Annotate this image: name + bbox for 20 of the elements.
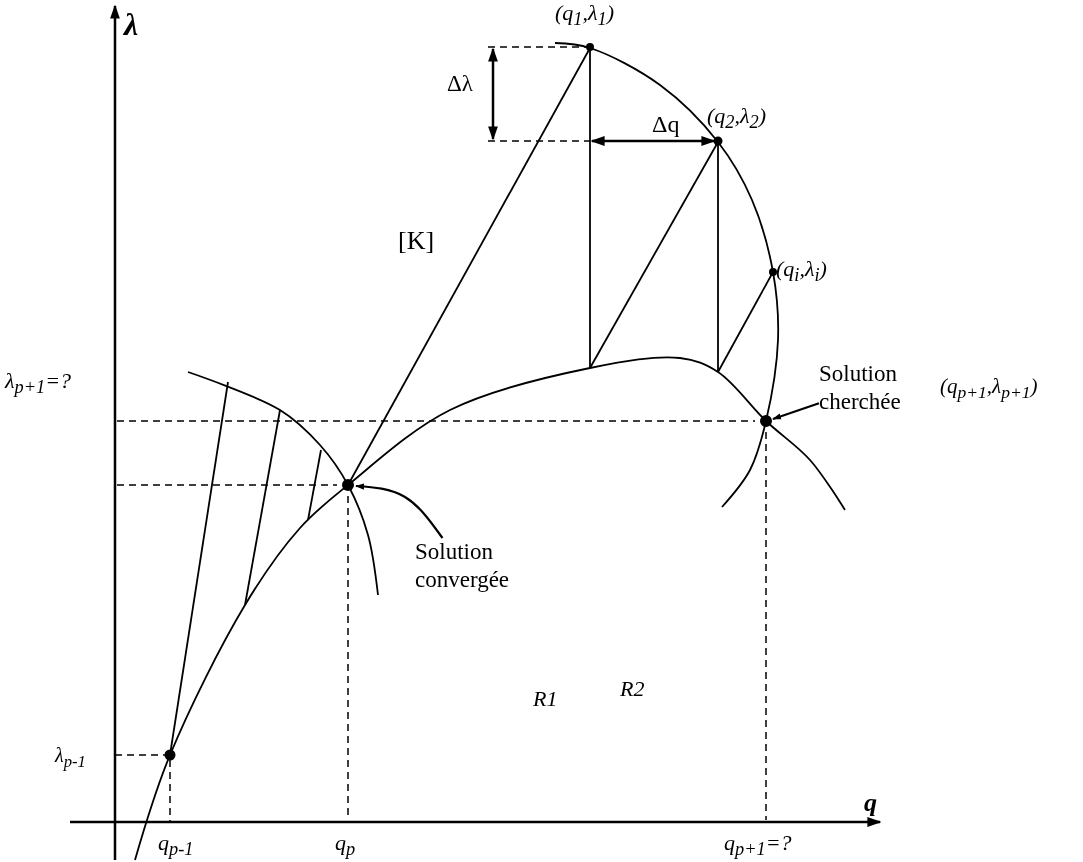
arrow [772,402,820,421]
math-label: R2 [620,678,645,700]
math-label: q$_{p+1}$=? [724,832,792,859]
math-label: λ$_{p+1}$=? [5,370,72,397]
annotation-text: Solution cherchée [819,360,931,416]
math-label: (q$_{1}$,λ$_{1}$) [555,2,615,29]
math-label: λ$_{p-1}$ [55,745,86,771]
math-label: [K] [398,228,435,254]
math-label: q [864,790,877,816]
math-label: (q$_{i}$,λ$_{i}$) [776,258,827,285]
math-label: (q$_{2}$,λ$_{2}$) [707,105,767,132]
annotation-text: Solution convergée [415,538,540,594]
math-label: Δq [652,112,680,136]
math-label: R1 [533,688,558,710]
math-label: Δλ [447,72,473,95]
math-label: λ [124,8,139,40]
math-label: (q$_{p+1}$,λ$_{p+1}$) [940,376,1038,402]
arrow [355,483,444,539]
math-label: q$_{p}$ [335,832,356,859]
math-label: q$_{p-1}$ [158,832,194,859]
